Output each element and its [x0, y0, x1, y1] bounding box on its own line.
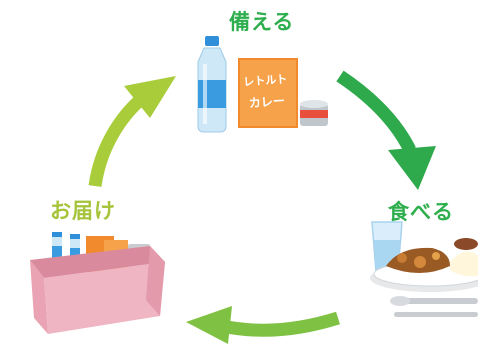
cutlery-icon [390, 296, 478, 317]
label-deliver: お届け [50, 199, 116, 223]
delivery-box-icon [30, 232, 165, 334]
arrow-deliver-to-prepare [88, 76, 176, 188]
arrow-eat-to-deliver [186, 306, 340, 344]
label-eat: 食べる [388, 200, 454, 224]
water-bottle-icon [197, 36, 227, 133]
retort-curry-package-icon: レトルト カレー [238, 58, 298, 128]
canned-food-icon [300, 100, 328, 126]
curry-plate-icon [370, 238, 478, 292]
arrow-prepare-to-eat [336, 70, 436, 190]
package-line2: カレー [248, 94, 285, 110]
package-line1: レトルト [243, 73, 288, 89]
label-prepare: 備える [229, 10, 295, 34]
